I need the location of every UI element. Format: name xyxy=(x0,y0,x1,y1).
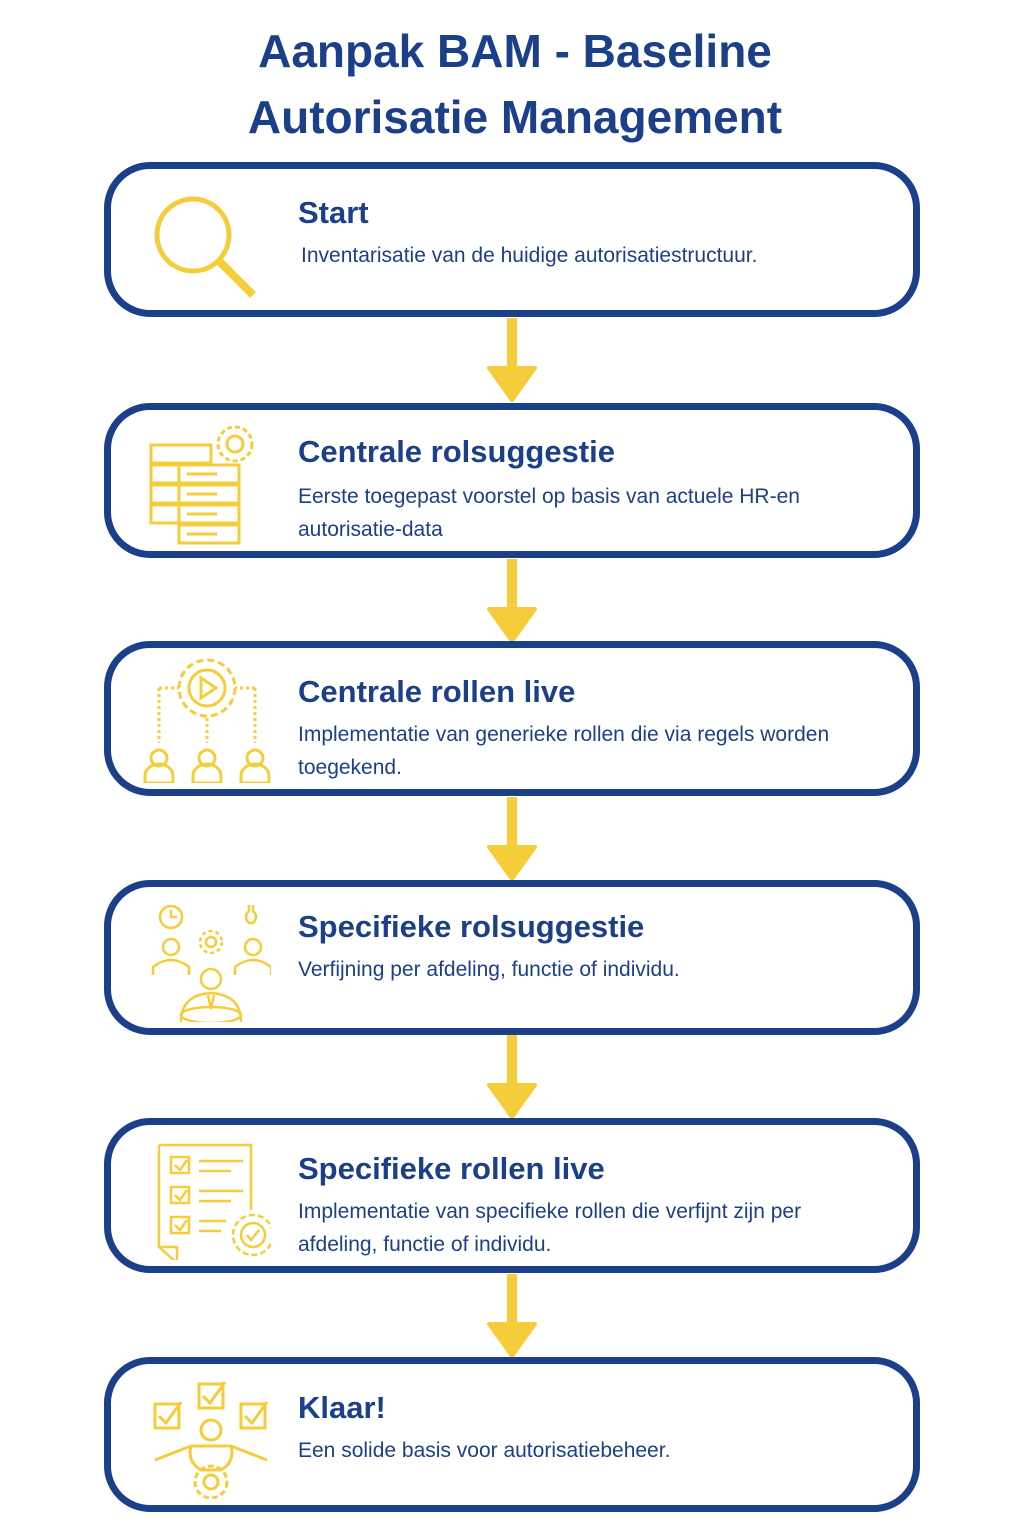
title-line-2: Autorisatie Management xyxy=(247,91,783,143)
checklist-gear-icon xyxy=(157,1143,271,1260)
person-checks-icon xyxy=(153,1381,269,1499)
arrow-down-icon xyxy=(487,1035,537,1119)
gear-play-users-icon xyxy=(143,658,271,783)
database-gear-icon xyxy=(149,425,254,545)
step-description: Eerste toegepast voorstel op basis van a… xyxy=(298,485,800,541)
arrow-down-icon xyxy=(487,318,537,402)
step-centrale-rolsuggestie: Centrale rolsuggestie Eerste toegepast v… xyxy=(104,403,920,558)
arrow-down-icon xyxy=(487,1274,537,1358)
team-gear-icon xyxy=(151,904,271,1022)
title-line-1: Aanpak BAM - Baseline xyxy=(258,25,772,77)
step-centrale-rollen-live: Centrale rollen live Implementatie van g… xyxy=(104,641,920,796)
step-title: Specifieke rolsuggestie xyxy=(298,909,645,944)
step-title: Klaar! xyxy=(298,1390,386,1425)
arrow-down-icon xyxy=(487,797,537,881)
step-title: Start xyxy=(298,195,369,230)
step-klaar: Klaar! Een solide basis voor autorisatie… xyxy=(104,1357,920,1512)
step-description: Implementatie van generieke rollen die v… xyxy=(298,723,830,779)
step-description: Implementatie van specifieke rollen die … xyxy=(298,1200,802,1256)
step-description: Een solide basis voor autorisatiebeheer. xyxy=(298,1439,671,1462)
step-title: Centrale rolsuggestie xyxy=(298,434,615,469)
step-title: Specifieke rollen live xyxy=(298,1151,605,1186)
magnifier-icon xyxy=(154,196,256,298)
step-description: Inventarisatie van de huidige autorisati… xyxy=(301,244,758,267)
arrow-down-icon xyxy=(487,559,537,643)
step-description: Verfijning per afdeling, functie of indi… xyxy=(298,958,680,981)
page-title: Aanpak BAM - Baseline Autorisatie Manage… xyxy=(0,18,1024,150)
step-specifieke-rollen-live: Specifieke rollen live Implementatie van… xyxy=(104,1118,920,1273)
step-specifieke-rolsuggestie: Specifieke rolsuggestie Verfijning per a… xyxy=(104,880,920,1035)
step-title: Centrale rollen live xyxy=(298,674,576,709)
step-start: Start Inventarisatie van de huidige auto… xyxy=(104,162,920,317)
